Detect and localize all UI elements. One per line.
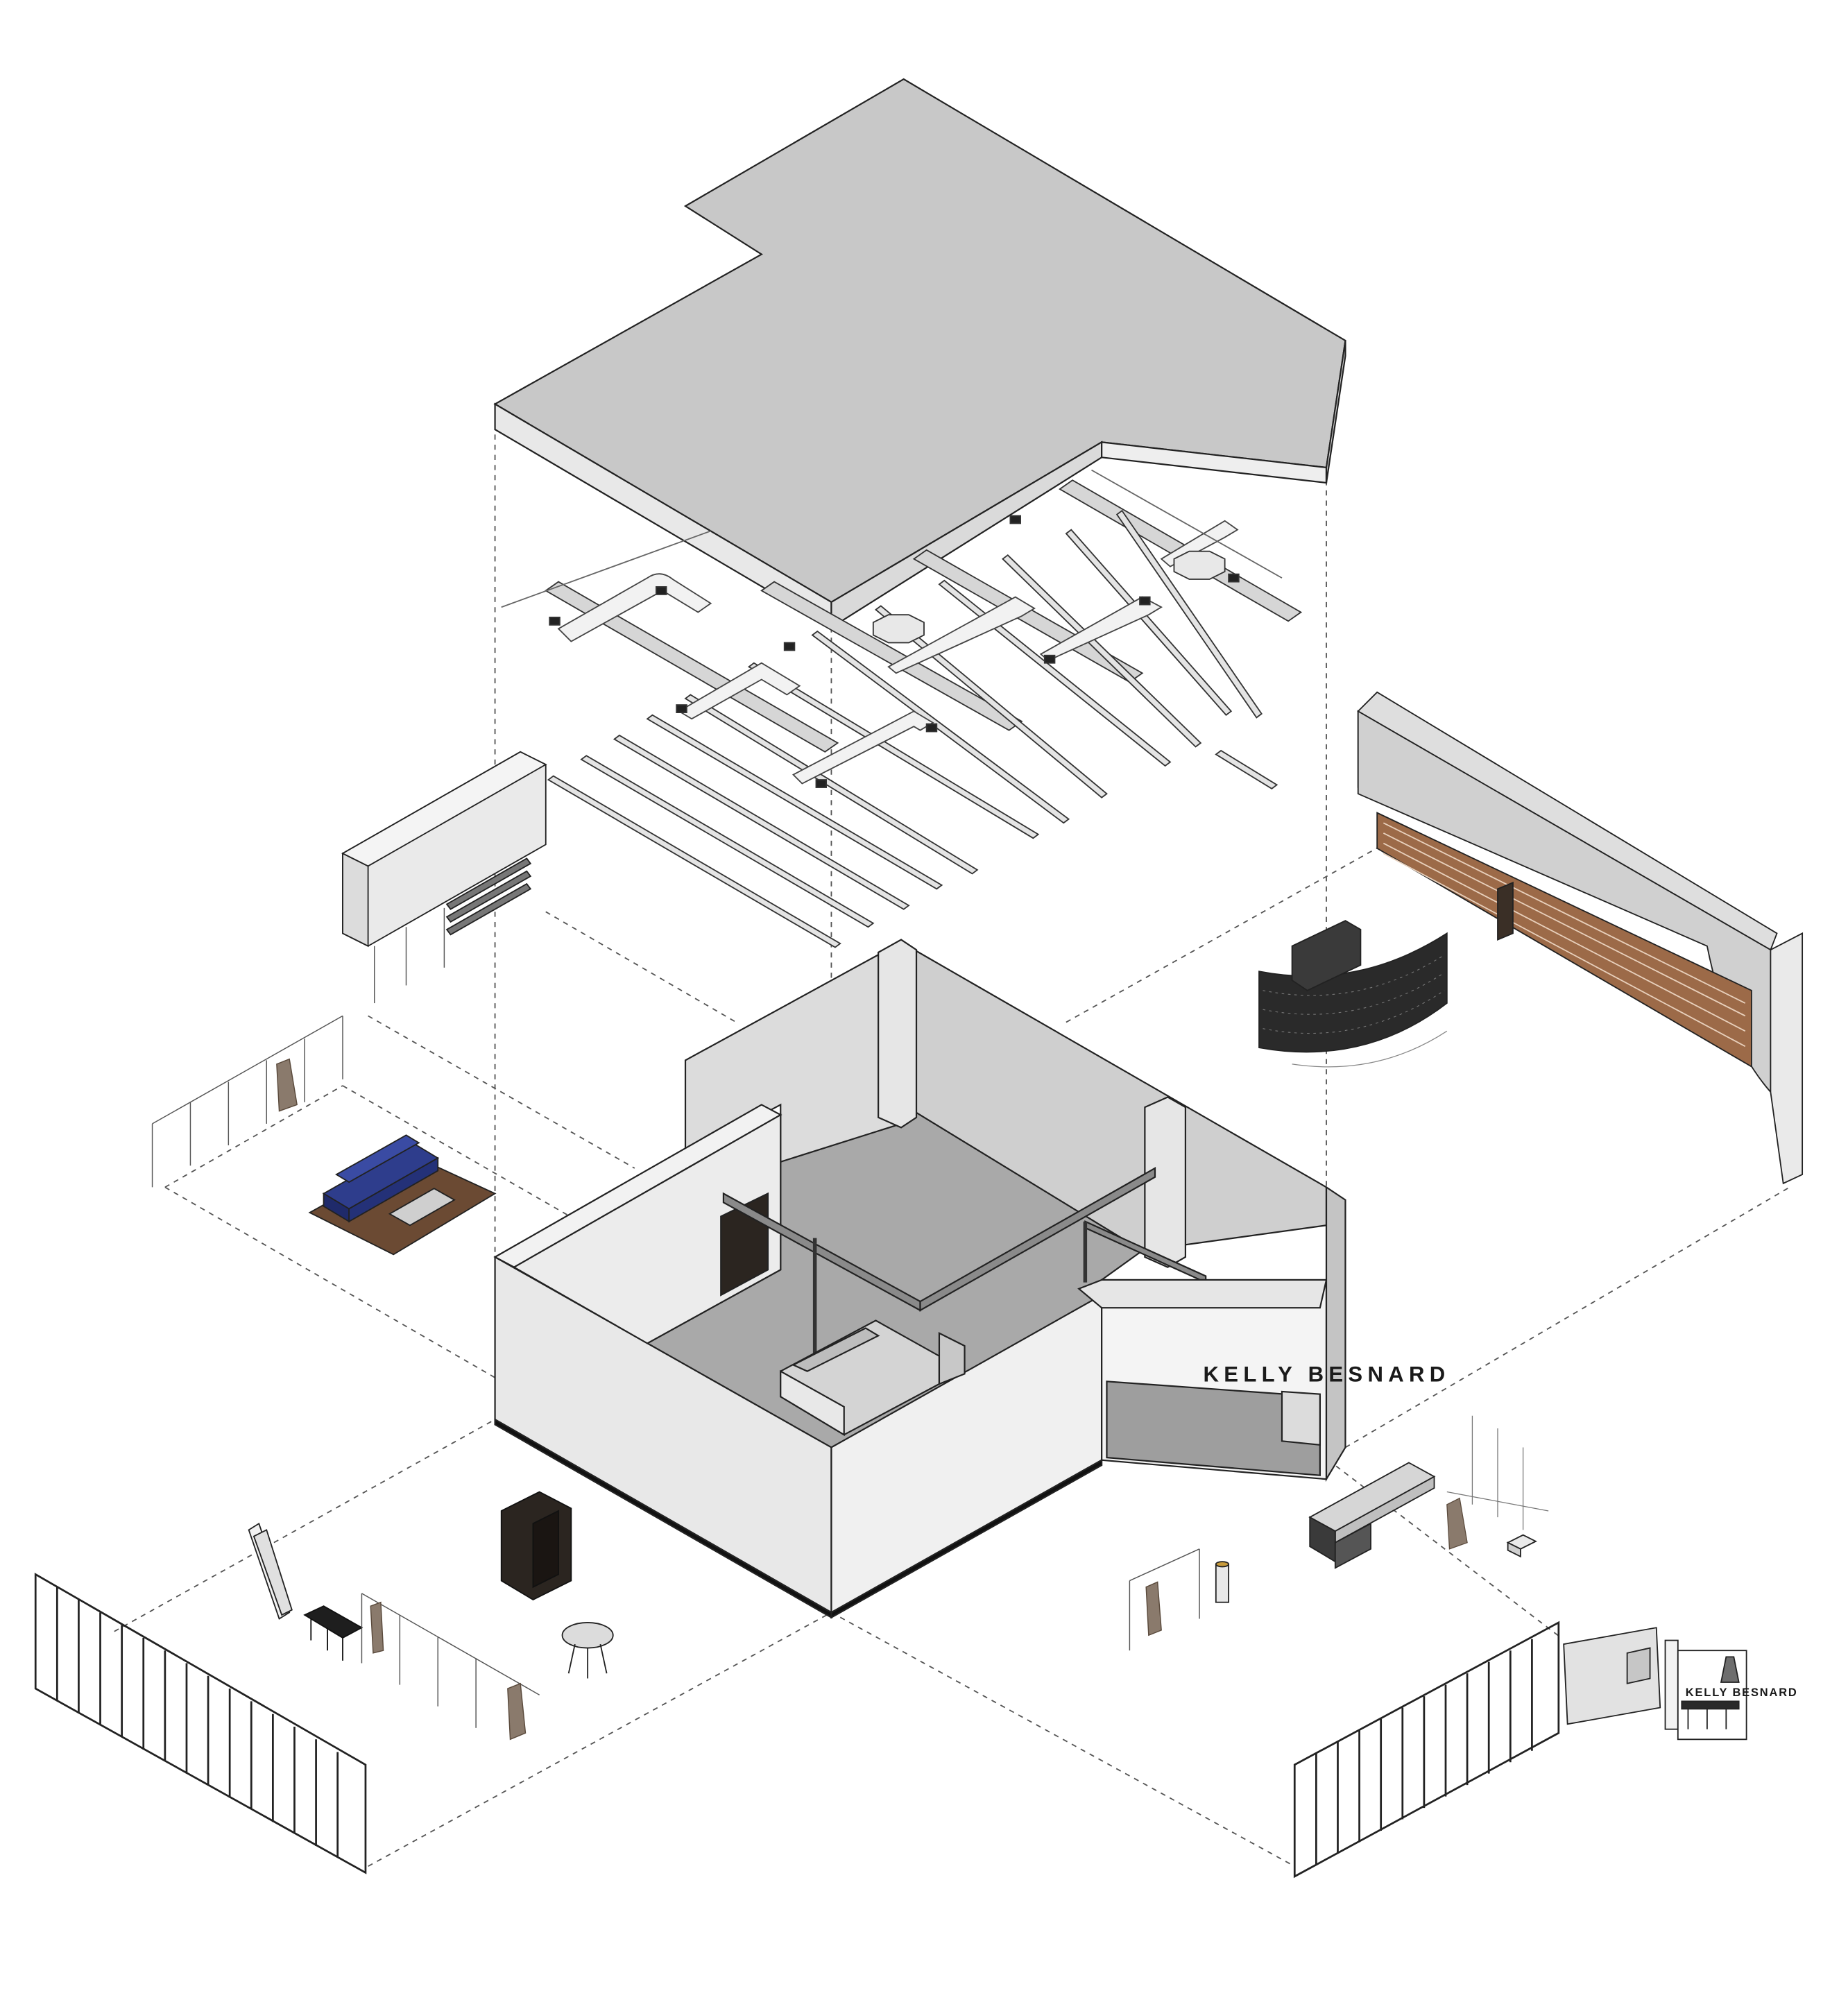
- mirror: [248, 1522, 293, 1620]
- coat-on-hanger: [507, 1682, 527, 1741]
- ceiling-beam: [545, 581, 839, 753]
- ceiling-diffuser: [1173, 550, 1226, 580]
- storefront-sign: KELLY BESNARD: [1204, 1362, 1451, 1386]
- glass-facade-right: [1293, 1621, 1560, 1879]
- display-bench: [1308, 1462, 1436, 1569]
- mannequin: [1720, 1656, 1740, 1683]
- coat-on-hanger: [1145, 1581, 1162, 1636]
- window-display-kiosk: [1677, 1650, 1747, 1741]
- wall-shelf-unit: [341, 751, 547, 1004]
- low-bench-dark: [303, 1605, 363, 1661]
- ceiling-diffuser: [872, 614, 925, 644]
- entrance-door-panel: [1563, 1627, 1679, 1730]
- store-shell: [493, 939, 1346, 1619]
- fitting-room: [780, 1319, 966, 1437]
- coffee-table: [388, 1188, 456, 1227]
- lounge-area: [308, 1134, 497, 1256]
- dark-wood-display: [500, 1491, 572, 1601]
- coat-on-hanger: [1446, 1497, 1468, 1550]
- kiosk-sign: KELLY BESNARD: [1686, 1686, 1798, 1699]
- clothing-rail-bottom-right: [1129, 1548, 1200, 1651]
- storefront-glazing: [1106, 1381, 1321, 1476]
- ceiling-joists: [547, 509, 1278, 948]
- ceiling-beam: [912, 549, 1144, 683]
- round-table: [561, 1622, 614, 1679]
- perforated-screen: [1258, 920, 1448, 1068]
- hanging-rail-right: [1446, 1415, 1549, 1550]
- roof-slab: [493, 78, 1346, 629]
- ceiling-services: [501, 469, 1303, 948]
- clothing-rail-bottom-left: [361, 1593, 540, 1741]
- glass-facade-left: [34, 1573, 367, 1874]
- cash-desk: [1291, 920, 1362, 991]
- hanger-rods: [549, 515, 1240, 788]
- coat-on-hanger: [276, 1058, 298, 1112]
- pedestal-lamp: [1215, 1561, 1230, 1603]
- ceiling-beam: [760, 581, 1023, 731]
- side-stool: [1506, 1534, 1537, 1558]
- curved-feature-wall: [1357, 691, 1804, 1185]
- coat-on-hanger: [370, 1601, 384, 1654]
- sofa: [322, 1134, 440, 1223]
- clothing-rail-left: [151, 1015, 343, 1188]
